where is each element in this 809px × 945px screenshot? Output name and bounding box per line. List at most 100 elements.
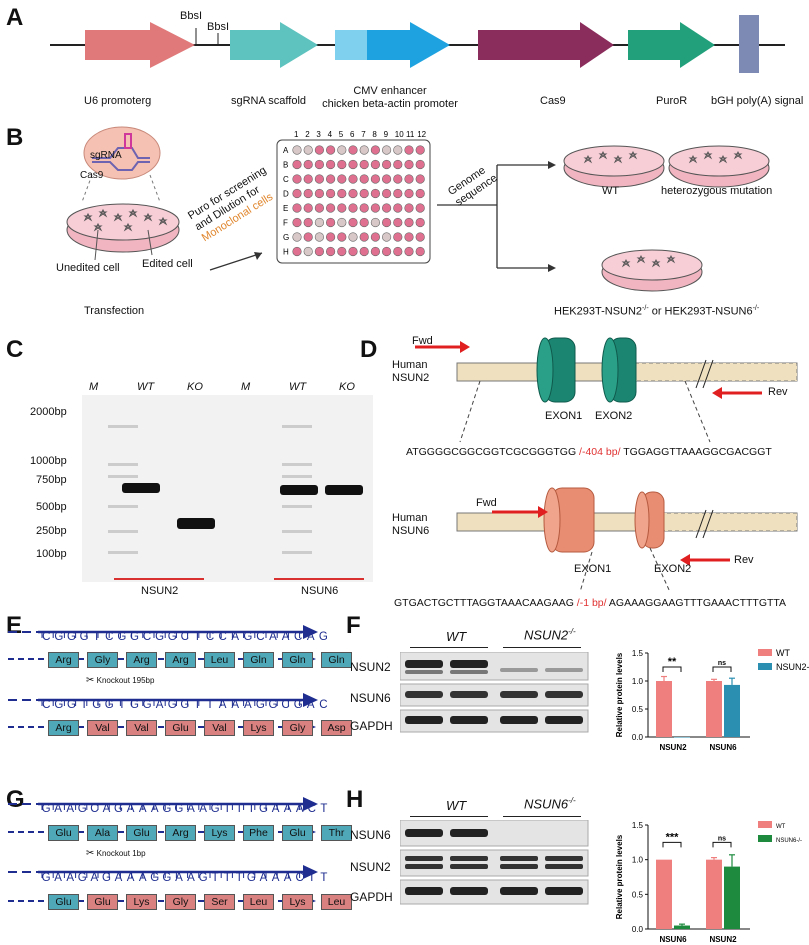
plate-well [348, 159, 358, 170]
legend-label: WT [776, 648, 790, 658]
f-blot-label-gapdh: GAPDH [350, 719, 393, 733]
nucleotide: A [150, 803, 159, 815]
human-nsun6-b: NSUN6 [392, 525, 430, 537]
panel-label-b: B [6, 124, 24, 151]
amino-acid: Asp [321, 720, 352, 736]
gene-structure-diagram [415, 337, 798, 593]
y-tick-label: 1.0 [632, 856, 644, 865]
transfection-label: Transfection [84, 305, 145, 317]
amino-acid: Thr [321, 825, 352, 841]
plate-well [370, 159, 381, 170]
plate-well [404, 174, 414, 184]
nucleotide: A [187, 872, 195, 884]
nucleotide: G [268, 699, 278, 711]
nucleotide: A [126, 872, 135, 884]
plate-well [404, 188, 414, 199]
nucleotide: G [77, 803, 87, 815]
plate-well [348, 203, 358, 213]
plate-col-label: 10 [395, 130, 404, 139]
ladder-250: 250bp [36, 525, 67, 537]
rev-label-nsun2: Rev [768, 386, 788, 398]
amino-acid: Leu [204, 652, 235, 668]
bar [724, 866, 740, 929]
nucleotide: G [293, 699, 303, 711]
plate-well [326, 159, 336, 170]
amino-acid: Arg [165, 652, 196, 668]
nucleotide: T [308, 872, 316, 884]
nucleotide: G [101, 872, 111, 884]
plate-well [359, 145, 369, 155]
nsun2-underline [114, 578, 204, 580]
ladder-100: 100bp [36, 548, 67, 560]
plate-well [292, 203, 302, 213]
nucleotide: G [318, 631, 328, 643]
bbsi-site-2: BbsI [207, 21, 230, 33]
legend-swatch [758, 821, 772, 828]
nucleotide: C [42, 631, 51, 643]
amino-acid: Lys [243, 720, 274, 736]
ladder-2000: 2000bp [30, 406, 67, 418]
sequence-tracks [8, 625, 318, 906]
plate-well [382, 159, 392, 170]
category-label: NSUN6 [659, 935, 687, 944]
nucleotide: G [150, 872, 160, 884]
plate-well [292, 174, 302, 184]
nucleotide: T [193, 699, 201, 711]
y-axis-label: Relative protein levels [615, 652, 624, 737]
bgh-polya-block [739, 15, 759, 73]
y-tick-label: 0.0 [632, 925, 644, 934]
bar [674, 925, 690, 929]
plate-col-label: 9 [384, 130, 389, 139]
nsun6-deletion-seq: GTGACTGCTTTAGGTAAACAAGAAG /-1 bp/ AGAAAG… [394, 597, 787, 609]
panel-label-h: H [346, 786, 364, 813]
nucleotide: C [180, 631, 189, 643]
plate-well [370, 232, 381, 242]
plate-row-label: G [283, 233, 289, 242]
nucleotide: C [90, 803, 99, 815]
plate-well [393, 246, 403, 257]
nucleotide: C [42, 699, 51, 711]
nucleotide: G [117, 631, 127, 643]
plate-well [404, 246, 414, 257]
nucleotide: T [247, 803, 255, 815]
cmv-label-1: CMV enhancer [353, 85, 427, 97]
amino-acid: Arg [48, 652, 79, 668]
f-blot-label-nsun2: NSUN2 [350, 660, 391, 674]
fwd-label-nsun6: Fwd [476, 497, 497, 509]
plate-well [292, 232, 302, 242]
nucleotide: A [281, 631, 290, 643]
lane-m-1: M [89, 381, 99, 393]
nucleotide: C [105, 631, 114, 643]
plate-well [314, 159, 325, 170]
cba-promoter-arrow [367, 22, 450, 68]
nucleotide: A [259, 872, 268, 884]
plate-well [370, 203, 381, 213]
plate-well [326, 203, 336, 213]
plate-well [359, 217, 369, 228]
cmv-enhancer-block [335, 30, 367, 60]
plate-col-label: 3 [316, 130, 321, 139]
plate-well [404, 217, 414, 228]
nucleotide: G [167, 631, 177, 643]
nsun6-exon2-label: EXON2 [654, 563, 692, 575]
scaffold-label: sgRNA scaffold [231, 95, 307, 107]
plate-well [393, 159, 403, 170]
nsun2-exon2-label: EXON2 [595, 410, 633, 422]
plate-well [292, 246, 302, 257]
amino-acid: Gly [87, 652, 118, 668]
plate-well [382, 246, 392, 257]
nucleotide: A [283, 803, 292, 815]
bar [706, 859, 722, 929]
legend-label: NSUN6-/- [776, 838, 802, 844]
nucleotide: T [93, 631, 101, 643]
plate-well [370, 217, 381, 228]
plate-well [415, 203, 425, 213]
amino-acid: Glu [126, 825, 157, 841]
nucleotide: A [138, 803, 147, 815]
nucleotide: A [306, 699, 315, 711]
nucleotide: C [307, 803, 316, 815]
